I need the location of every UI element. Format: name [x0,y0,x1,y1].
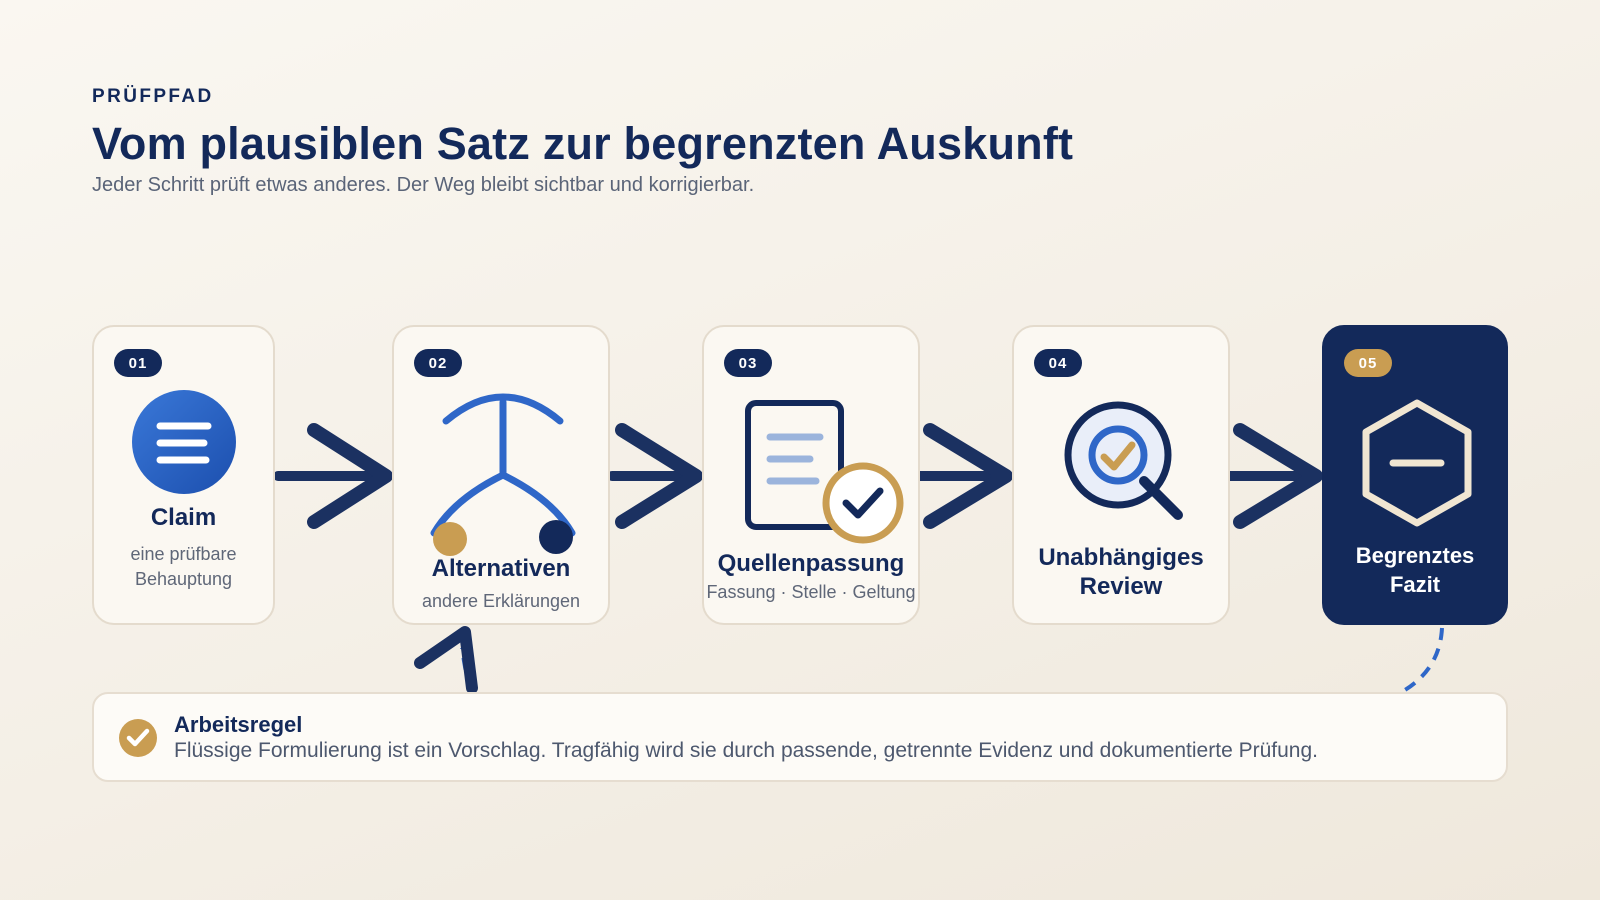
step-card-quellenpassung[interactable]: 03 Quellenpassung Fassung · Stelle · Gel… [702,325,920,625]
loop-back-arrowhead [414,626,478,694]
step-desc-line2: Behauptung [134,569,233,589]
document-lines-icon [132,390,236,499]
header: PRÜFPFAD Vom plausiblen Satz zur begrenz… [92,86,1073,197]
step-desc: andere Erklärungen [421,591,581,611]
step-desc-line1: eine prüfbare [130,544,237,564]
loop-back-path-start [1403,627,1444,692]
step-number-badge: 04 [1034,349,1082,377]
step-number-badge: 01 [114,349,162,377]
step-number-badge: 02 [414,349,462,377]
step-title: Alternativen [431,555,571,582]
branching-paths-icon [414,387,592,564]
step-title: Claim [150,504,217,531]
document-check-icon [744,399,904,550]
eyebrow-label: PRÜFPFAD [92,86,214,107]
hexagon-minus-icon [1360,399,1474,532]
step-title: Quellenpassung [717,550,905,577]
step-card-alternativen[interactable]: 02 Alternativen andere Erklärungen [392,325,610,625]
step-title-line1: Begrenztes [1355,543,1475,568]
step-number-badge: 03 [724,349,772,377]
step-card-fazit[interactable]: 05 Begrenztes Fazit [1322,325,1508,625]
step-card-claim[interactable]: 01 Claim eine prüfbare Behauptung [92,325,275,625]
step-title-line2: Review [1079,573,1163,600]
rule-box: Arbeitsregel Flüssige Formulierung ist e… [92,692,1508,782]
step-desc: Fassung · Stelle · Geltung [706,582,916,602]
arrow-4-head [1233,423,1323,529]
step-title-line2: Fazit [1389,572,1441,597]
step-number-badge: 05 [1344,349,1392,377]
step-card-review[interactable]: 04 Unabhängiges Review [1012,325,1230,625]
arrow-1-head [307,423,393,529]
page-subtitle: Jeder Schritt prüft etwas anderes. Der W… [92,174,755,196]
rule-text: Flüssige Formulierung ist ein Vorschlag.… [174,739,1318,762]
check-circle-icon [118,718,158,763]
arrow-2-head [615,423,703,529]
rule-title: Arbeitsregel [174,712,303,737]
arrow-3-head [923,423,1013,529]
step-title-line1: Unabhängiges [1038,544,1204,571]
magnifier-check-icon [1064,401,1188,530]
page-title: Vom plausiblen Satz zur begrenzten Ausku… [92,118,1074,169]
